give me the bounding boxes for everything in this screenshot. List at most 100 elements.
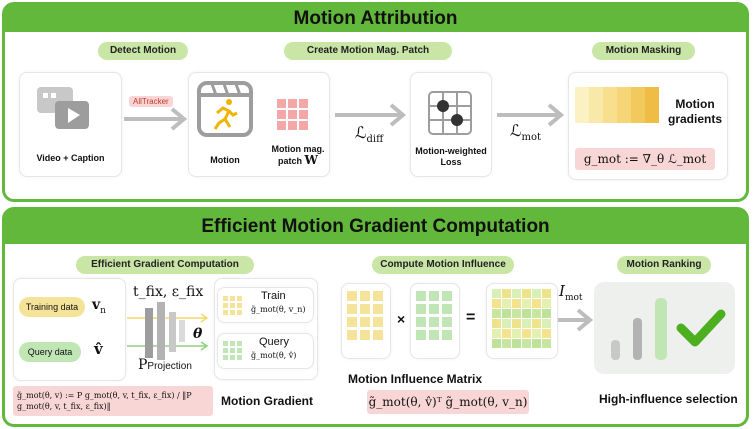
times-symbol: × xyxy=(397,311,406,327)
influence-symbol-sub: mot xyxy=(564,293,583,303)
matrix-cell xyxy=(416,330,426,340)
normalized-gradient-formula: g̃_mot(θ, v) := P g_mot(θ, v, t_fix, ε_f… xyxy=(13,386,213,416)
pill-motion-masking: Motion Masking xyxy=(592,42,695,60)
matrix-cell xyxy=(502,339,511,348)
projection-network-icon xyxy=(127,302,209,360)
projection-symbol: P xyxy=(138,357,148,373)
matrix-cell xyxy=(522,299,531,308)
training-data-label: Training data xyxy=(25,302,79,312)
matrix-cell xyxy=(502,309,511,318)
training-symbol-sub: n xyxy=(100,305,106,316)
efficient-gradient-panel: Efficient Motion Gradient Computation Ef… xyxy=(2,207,749,427)
patch-grid-icon xyxy=(277,99,308,130)
gradients-line2: gradients xyxy=(667,112,722,126)
train-matrix-icon xyxy=(347,291,383,340)
matrix-cell xyxy=(429,291,439,301)
projection-text: Projection xyxy=(147,361,192,372)
pill-detect-motion: Detect Motion xyxy=(98,42,188,60)
matrix-cell xyxy=(373,317,383,327)
ranking-bars-icon xyxy=(611,298,726,360)
matrix-cell xyxy=(512,289,521,298)
video-caption-label: Video + Caption xyxy=(36,153,105,163)
motion-attribution-panel: Motion Attribution Detect Motion Create … xyxy=(2,2,749,202)
matrix-cell xyxy=(542,299,551,308)
matrix-cell xyxy=(532,289,541,298)
query-data-label: Query data xyxy=(27,347,73,357)
matrix-cell xyxy=(542,319,551,328)
matrix-cell xyxy=(360,304,370,314)
alltracker-tag: AllTracker xyxy=(129,96,173,107)
matrix-cell xyxy=(512,299,521,308)
training-symbol: vn xyxy=(92,297,106,316)
matrix-cell xyxy=(373,330,383,340)
matrix-cell xyxy=(492,319,501,328)
matrix-cell xyxy=(347,330,357,340)
gradient-formula: g_mot := ∇_θ ℒ_mot xyxy=(575,148,715,170)
training-data-chip: Training data xyxy=(19,297,85,317)
query-data-chip: Query data xyxy=(19,342,81,362)
t-fix-label: t_fix, ε_fix xyxy=(133,284,204,300)
arrow-video-to-motion xyxy=(124,107,188,131)
matrix-cell xyxy=(542,329,551,338)
weighted-loss-label: Motion-weighted Loss xyxy=(410,146,492,168)
gradient-bars-icon xyxy=(575,87,659,123)
data-input-card xyxy=(13,278,126,381)
loss-mot-sub: mot xyxy=(521,132,542,144)
matrix-cell xyxy=(542,309,551,318)
matrix-cell xyxy=(512,329,521,338)
matrix-cell xyxy=(347,291,357,301)
influence-symbol-i: I xyxy=(559,282,565,300)
loss-mot-label: ℒmot xyxy=(510,121,541,143)
patch-symbol: W xyxy=(304,153,318,167)
influence-heatmap-icon xyxy=(492,289,551,348)
motion-attribution-title: Motion Attribution xyxy=(5,5,746,32)
matrix-cell xyxy=(512,319,521,328)
matrix-cell xyxy=(532,299,541,308)
matrix-cell xyxy=(373,291,383,301)
query-label: Query xyxy=(259,336,289,348)
matrix-cell xyxy=(360,291,370,301)
matrix-cell xyxy=(416,291,426,301)
matrix-cell xyxy=(522,289,531,298)
matrix-cell xyxy=(502,289,511,298)
checkmark-icon xyxy=(676,309,726,347)
matrix-cell xyxy=(442,330,452,340)
matrix-cell xyxy=(442,291,452,301)
train-formula: g̃_mot(θ, v_n) xyxy=(251,305,306,314)
query-grid-icon xyxy=(223,341,242,360)
video-icon xyxy=(37,87,89,129)
matrix-cell xyxy=(492,299,501,308)
train-label: Train xyxy=(261,290,286,302)
matrix-cell xyxy=(360,317,370,327)
gradients-line1: Motion xyxy=(675,97,715,111)
pill-motion-ranking: Motion Ranking xyxy=(617,256,711,274)
matrix-cell xyxy=(502,299,511,308)
matrix-cell xyxy=(429,304,439,314)
projection-label: PProjection xyxy=(138,357,192,373)
loss-diff-label: ℒdiff xyxy=(355,123,383,145)
matrix-cell xyxy=(442,304,452,314)
motion-gradient-label: Motion Gradient xyxy=(221,394,313,408)
matrix-cell xyxy=(416,304,426,314)
matrix-cell xyxy=(492,329,501,338)
efficient-gradient-title: Efficient Motion Gradient Computation xyxy=(5,210,746,244)
matrix-cell xyxy=(502,329,511,338)
patch-label-line1: Motion mag. xyxy=(271,144,325,154)
matrix-cell xyxy=(360,330,370,340)
matrix-cell xyxy=(492,289,501,298)
matrix-cell xyxy=(532,319,541,328)
matrix-cell xyxy=(522,329,531,338)
matrix-cell xyxy=(542,339,551,348)
matrix-cell xyxy=(512,339,521,348)
running-figure-icon xyxy=(197,81,253,137)
matrix-cell xyxy=(442,317,452,327)
matrix-formula: g̃_mot(θ, v̂)ᵀ g̃_mot(θ, v_n) xyxy=(367,390,529,414)
loss-diff-symbol: ℒ xyxy=(355,123,367,142)
influence-symbol: Imot xyxy=(559,282,583,303)
matrix-cell xyxy=(502,319,511,328)
arrow-patch-to-loss xyxy=(335,103,407,127)
matrix-cell xyxy=(522,319,531,328)
matrix-cell xyxy=(522,339,531,348)
matrix-cell xyxy=(429,330,439,340)
matrix-cell xyxy=(416,317,426,327)
